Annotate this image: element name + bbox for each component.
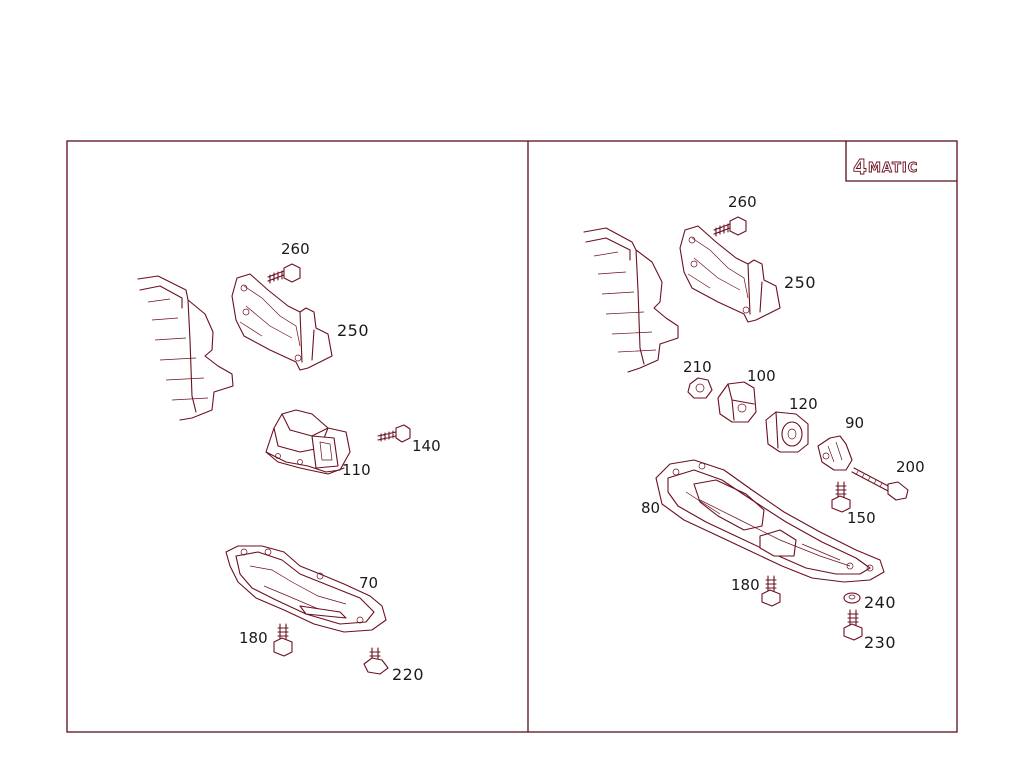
washer-240 [843,592,861,604]
label-180-right: 180 [731,576,760,594]
mount-100 [717,381,757,423]
bolt-260-right [713,216,747,237]
label-110: 110 [342,461,371,479]
label-180-left: 180 [239,629,268,647]
bracket-250-right [679,225,781,323]
label-240: 240 [864,593,896,612]
label-260-right: 260 [728,193,757,211]
label-100: 100 [747,367,776,385]
label-200: 200 [896,458,925,476]
label-90: 90 [845,414,864,432]
mount-90 [817,435,853,471]
bracket-250-left [231,273,333,371]
bolt-200 [851,467,909,501]
label-80: 80 [641,499,660,517]
label-120: 120 [789,395,818,413]
transmission-housing-left [137,275,234,421]
diagram-frame [66,140,958,733]
badge-number: 4 [853,155,867,179]
label-140: 140 [412,437,441,455]
bolt-180-left [273,623,293,657]
label-150: 150 [847,509,876,527]
label-260-left: 260 [281,240,310,258]
bolt-230 [843,609,863,641]
badge-text: MATIC [868,161,918,176]
mount-110 [265,409,351,475]
label-210: 210 [683,358,712,376]
bolt-220 [363,647,389,675]
transmission-housing-right [583,227,679,373]
crossmember-70 [225,545,387,633]
mount-120 [765,411,809,453]
4matic-badge: 4 MATIC [845,141,957,182]
label-70: 70 [359,574,378,592]
label-250-right: 250 [784,273,816,292]
nut-210 [687,377,713,399]
bolt-260-left [267,263,301,284]
label-220: 220 [392,665,424,684]
label-230: 230 [864,633,896,652]
bolt-180-right [761,575,781,607]
bolt-140 [377,424,411,443]
label-250-left: 250 [337,321,369,340]
crossmember-80 [655,459,885,583]
bolt-150 [831,481,851,513]
